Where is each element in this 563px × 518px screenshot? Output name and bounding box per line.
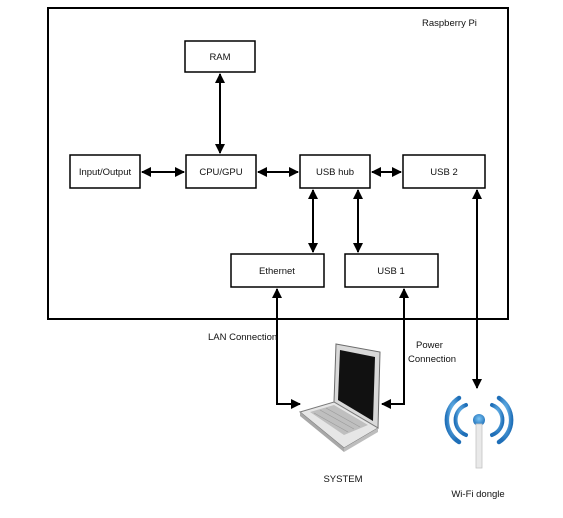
cpu-block: CPU/GPU [185,154,257,189]
ram-block: RAM [184,40,256,73]
usb2-label: USB 2 [430,167,457,178]
lan-connection-arrow [272,288,301,409]
ethernet-label: Ethernet [259,266,295,277]
system-label: SYSTEM [323,474,362,485]
power-connection-arrow [381,288,409,409]
power-connection-label-1: Power [416,340,443,351]
io-block: Input/Output [69,154,141,189]
usb1-block: USB 1 [344,253,439,288]
usb2-block: USB 2 [402,154,486,189]
ethernet-block: Ethernet [230,253,325,288]
board-title: Raspberry Pi [422,18,477,29]
lan-connection-label: LAN Connection [208,332,277,343]
usb1-label: USB 1 [377,266,404,277]
ram-label: RAM [209,52,230,63]
usb-hub-label: USB hub [316,167,354,178]
io-label: Input/Output [79,167,132,178]
wifi-dongle-label: Wi-Fi dongle [451,489,504,500]
laptop-icon [298,343,381,452]
power-connection-label-2: Connection [408,354,456,365]
usb-hub-block: USB hub [299,154,371,189]
wifi-icon [444,395,514,469]
cpu-label: CPU/GPU [199,167,242,178]
